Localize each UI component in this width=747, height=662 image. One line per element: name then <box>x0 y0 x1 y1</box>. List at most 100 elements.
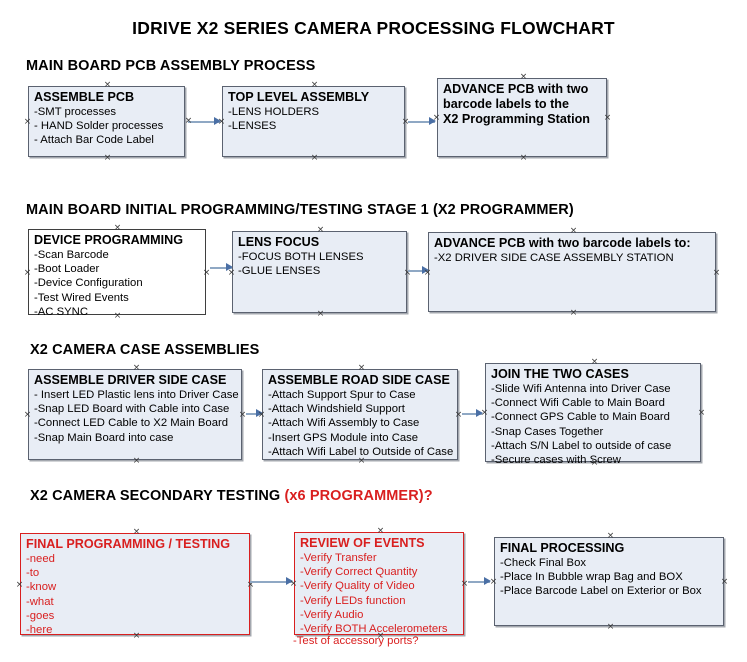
box-line: -Boot Loader <box>34 263 100 276</box>
process-box-advance-pcb-to-programming-station[interactable]: ADVANCE PCB with two barcode labels to t… <box>437 78 607 157</box>
handle-right-icon[interactable] <box>202 269 211 278</box>
page-title: IDRIVE X2 SERIES CAMERA PROCESSING FLOWC… <box>132 18 615 38</box>
process-box-review-of-events[interactable]: REVIEW OF EVENTS -Verify Transfer -Verif… <box>293 532 464 647</box>
handle-top-icon[interactable] <box>316 226 325 235</box>
arrow-head-icon <box>286 577 293 585</box>
box-line: -Connect Wifi Cable to Main Board <box>491 397 665 410</box>
handle-bottom-icon[interactable] <box>310 154 319 163</box>
connector-assemble-pcb-to-top-level[interactable] <box>188 121 220 123</box>
handle-bottom-icon[interactable] <box>606 623 615 632</box>
process-box-lens-focus[interactable]: LENS FOCUS -FOCUS BOTH LENSES -GLUE LENS… <box>232 231 407 313</box>
box-line: -Verify Transfer <box>300 552 377 564</box>
arrow-head-icon <box>226 263 233 271</box>
handle-left-icon[interactable] <box>15 581 24 590</box>
section-heading-x2-camera-secondary-testing: X2 CAMERA SECONDARY TESTING (x6 PROGRAMM… <box>30 488 433 504</box>
box-line: -Snap Main Board into case <box>34 431 174 444</box>
process-box-assemble-road-side-case[interactable]: ASSEMBLE ROAD SIDE CASE -Attach Support … <box>262 369 458 460</box>
box-line: -X2 DRIVER SIDE CASE ASSEMBLY STATION <box>434 252 674 264</box>
box-line: -know <box>26 581 57 594</box>
box-line: - HAND Solder processes <box>34 120 164 133</box>
process-box-top-level-assembly[interactable]: TOP LEVEL ASSEMBLY -LENS HOLDERS -LENSES <box>222 86 405 157</box>
arrow-head-icon <box>484 577 491 585</box>
handle-left-icon[interactable] <box>23 118 32 127</box>
arrow-head-icon <box>256 409 263 417</box>
connector-road-case-to-join-cases[interactable] <box>462 413 482 415</box>
handle-bottom-icon[interactable] <box>569 309 578 318</box>
box-title: ADVANCE PCB with two barcode labels to: <box>434 236 691 250</box>
box-line: -need <box>26 553 55 565</box>
handle-top-icon[interactable] <box>606 532 615 541</box>
arrow-head-icon <box>429 117 436 125</box>
box-line: - Insert LED Plastic lens into Driver Ca… <box>34 389 239 401</box>
process-box-final-processing[interactable]: FINAL PROCESSING -Check Final Box -Place… <box>494 537 724 626</box>
box-line: -to <box>26 567 40 580</box>
box-line: -Check Final Box <box>500 557 587 569</box>
box-title: ADVANCE PCB with two <box>443 82 589 96</box>
handle-top-icon[interactable] <box>376 527 385 536</box>
section-heading-text: MAIN BOARD INITIAL PROGRAMMING/TESTING S… <box>26 202 574 218</box>
handle-top-icon[interactable] <box>132 364 141 373</box>
handle-top-icon[interactable] <box>132 528 141 537</box>
box-line-overflow: -Test of accessory ports? <box>293 635 419 647</box>
process-box-advance-pcb-to-driver-side-case[interactable]: ADVANCE PCB with two barcode labels to: … <box>428 232 716 312</box>
handle-right-icon[interactable] <box>712 269 721 278</box>
process-box-device-programming[interactable]: DEVICE PROGRAMMING -Scan Barcode -Boot L… <box>28 229 206 318</box>
section-heading-text: X2 CAMERA CASE ASSEMBLIES <box>30 342 260 358</box>
handle-right-icon[interactable] <box>603 114 612 123</box>
box-line: - Attach Bar Code Label <box>34 134 154 147</box>
handle-right-icon[interactable] <box>697 409 706 418</box>
handle-top-icon[interactable] <box>569 227 578 236</box>
handle-top-icon[interactable] <box>113 224 122 233</box>
handle-bottom-icon[interactable] <box>316 310 325 319</box>
handle-bottom-icon[interactable] <box>519 154 528 163</box>
box-line: -Attach S/N Label to outside of case <box>491 439 672 452</box>
handle-bottom-icon[interactable] <box>132 457 141 466</box>
process-box-assemble-driver-side-case[interactable]: ASSEMBLE DRIVER SIDE CASE - Insert LED P… <box>28 369 242 460</box>
box-line: -FOCUS BOTH LENSES <box>238 251 364 263</box>
handle-top-icon[interactable] <box>357 364 366 373</box>
box-line: -SMT processes <box>34 106 117 118</box>
handle-top-icon[interactable] <box>590 358 599 367</box>
box-title: FINAL PROGRAMMING / TESTING <box>26 537 231 551</box>
box-line: -goes <box>26 609 55 622</box>
box-title-cont: X2 Programming Station <box>443 112 590 126</box>
box-line: -Verify Correct Quantity <box>300 566 418 579</box>
box-line: -Snap LED Board with Cable into Case <box>34 403 230 416</box>
arrow-head-icon <box>214 117 221 125</box>
box-title: FINAL PROCESSING <box>500 541 625 555</box>
box-line: -Verify LEDs function <box>300 594 406 607</box>
connector-top-level-to-advance-pcb[interactable] <box>408 121 435 123</box>
connector-device-programming-to-lens-focus[interactable] <box>210 267 232 269</box>
box-line: -Secure cases with Screw <box>491 454 621 467</box>
handle-left-icon[interactable] <box>23 269 32 278</box>
handle-top-icon[interactable] <box>103 81 112 90</box>
process-box-join-the-two-cases[interactable]: JOIN THE TWO CASES -Slide Wifi Antenna i… <box>485 363 701 466</box>
handle-top-icon[interactable] <box>310 81 319 90</box>
box-title: DEVICE PROGRAMMING <box>34 233 184 247</box>
connector-lens-focus-to-advance-pcb[interactable] <box>408 270 428 272</box>
process-box-final-programming-testing[interactable]: FINAL PROGRAMMING / TESTING -need -to -k… <box>20 533 250 637</box>
section-heading-main-board-initial-programming: MAIN BOARD INITIAL PROGRAMMING/TESTING S… <box>26 202 574 218</box>
box-line: -Slide Wifi Antenna into Driver Case <box>491 383 671 395</box>
box-line: -Verify Quality of Video <box>300 580 415 593</box>
box-line: -Connect LED Cable to X2 Main Board <box>34 417 229 430</box>
connector-review-of-events-to-final-processing[interactable] <box>468 581 490 583</box>
handle-right-icon[interactable] <box>720 578 729 587</box>
box-line: -LENS HOLDERS <box>228 106 320 118</box>
connector-driver-case-to-road-case[interactable] <box>246 413 262 415</box>
box-line: -here <box>26 624 53 637</box>
handle-bottom-icon[interactable] <box>103 154 112 163</box>
box-line: -Insert GPS Module into Case <box>268 431 419 444</box>
process-box-assemble-pcb[interactable]: ASSEMBLE PCB -SMT processes - HAND Solde… <box>28 86 185 157</box>
box-line: -Place Barcode Label on Exterior or Box <box>500 585 702 598</box>
connector-final-programming-to-review-of-events[interactable] <box>250 581 292 583</box>
box-title-cont: barcode labels to the <box>443 97 569 111</box>
section-heading-main-board-pcb-assembly: MAIN BOARD PCB ASSEMBLY PROCESS <box>26 58 315 74</box>
section-heading-x2-camera-case-assemblies: X2 CAMERA CASE ASSEMBLIES <box>30 342 259 358</box>
box-title: ASSEMBLE PCB <box>34 90 135 104</box>
handle-left-icon[interactable] <box>23 411 32 420</box>
box-line: -Connect GPS Cable to Main Board <box>491 411 670 424</box>
box-line: -Verify BOTH Accelerometers <box>300 623 448 636</box>
handle-top-icon[interactable] <box>519 73 528 82</box>
